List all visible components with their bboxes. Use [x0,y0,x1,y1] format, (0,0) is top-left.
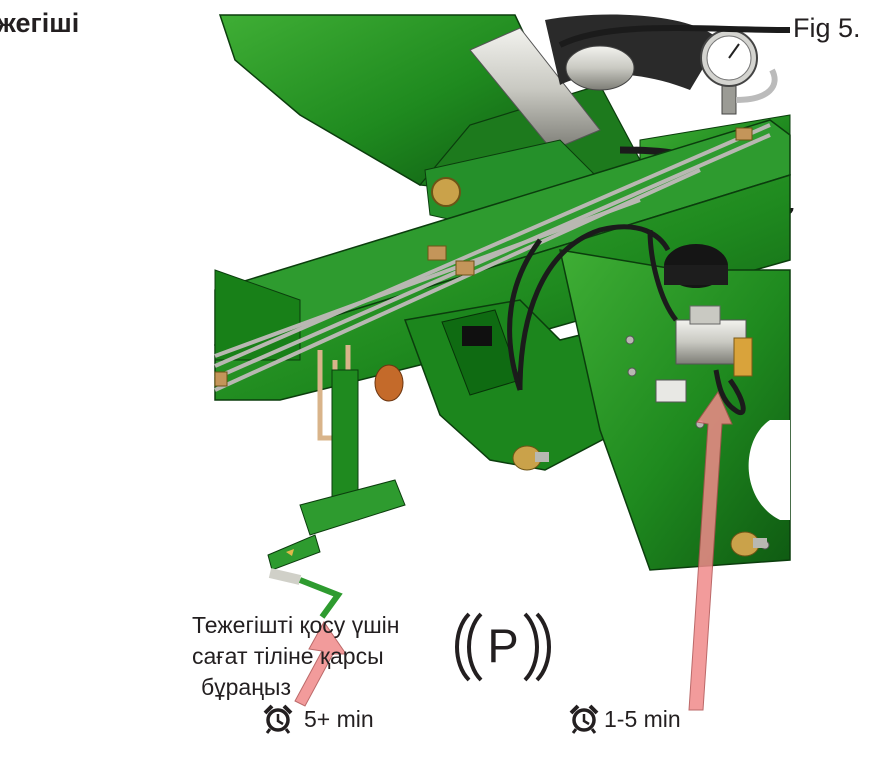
parking-brake-icon: P [455,606,551,688]
timer-left-label: 5+ min [304,706,374,732]
figure-label: Fig 5. [793,13,861,43]
arrow-right [688,390,733,711]
timer-right-label: 1-5 min [604,706,681,732]
pivot-pin [431,177,461,207]
arrow-left [294,621,347,707]
warning-decal [655,379,687,403]
alarm-clock-icon [263,704,293,734]
alarm-clock-icon [569,704,599,734]
pin-left [512,445,549,471]
reflector [374,364,404,402]
brake-instruction-caption: Тежегішті қосу үшін сағат тіліне қарсы б… [192,610,400,703]
cylinder-end [565,45,635,91]
line-clamps [214,127,753,387]
hydraulic-cylinder [469,27,601,151]
upper-hose-2 [558,25,791,48]
pressure-gauge-icon [700,29,758,115]
page-heading: ежегіші [0,8,80,38]
right-plate-cutout [748,420,790,520]
caption-line-2: сағат тіліне қарсы [192,643,384,669]
slot [462,326,492,346]
brake-valve-assembly [664,244,753,377]
brake-hoses [507,224,746,415]
gauge-pipe [735,68,778,103]
caption-line-1: Тежегішті қосу үшін [192,612,400,638]
brake-stand [267,369,406,619]
caption-line-3: бұраңыз [200,674,292,700]
parking-brake-letter: P [487,619,519,672]
pin-right [730,531,767,557]
brake-lines [214,123,771,392]
